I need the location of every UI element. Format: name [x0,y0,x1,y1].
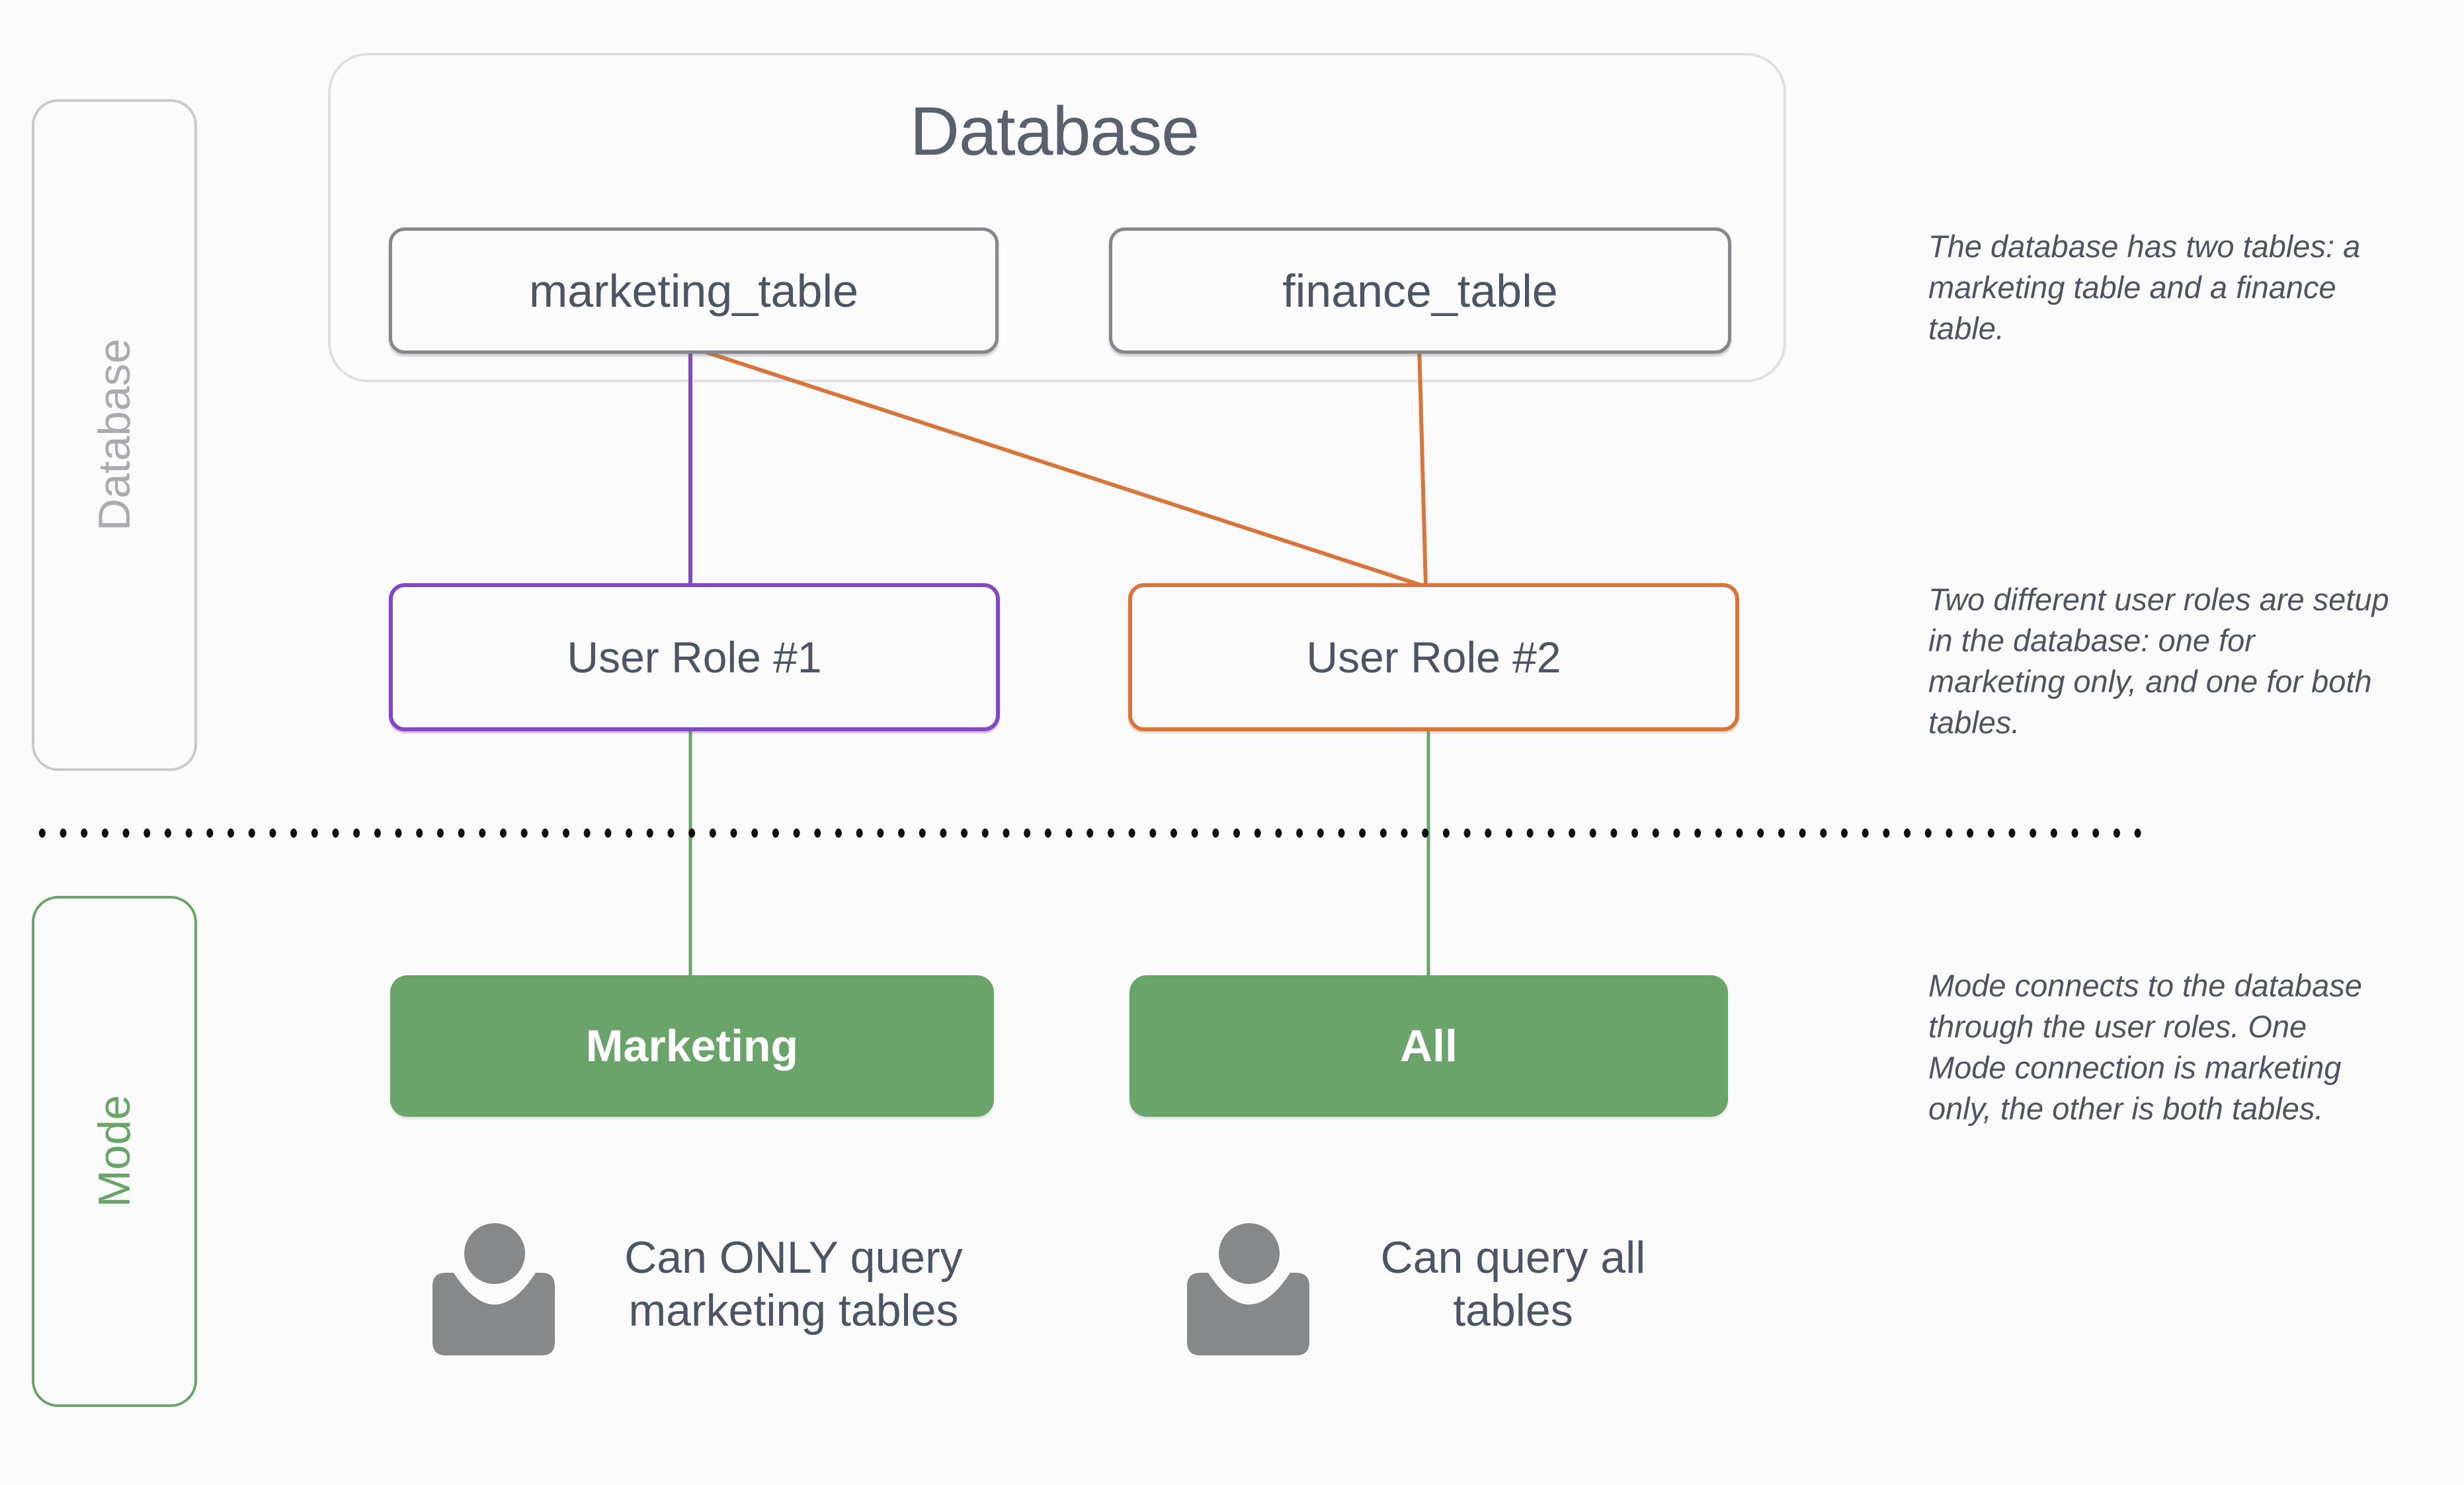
annotation-user-roles: Two different user roles are setup in th… [1928,582,2389,740]
marketing-table-label: marketing_table [528,264,859,317]
capability-caption-all: Can query all tables [1380,1232,1646,1336]
user-role-1-label: User Role #1 [567,633,822,682]
mode-connection-all-label: All [1400,1021,1458,1071]
user-role-2-node: User Role #2 [1128,583,1739,731]
mode-connection-marketing: Marketing [390,975,994,1117]
section-divider-dotted-line [32,826,2148,840]
database-rail: Database [32,99,197,771]
user-role-1-node: User Role #1 [389,583,1000,731]
edge-marketing-to-role2 [694,346,1424,588]
person-icon [1187,1223,1309,1355]
annotation-mode-connections: Mode connects to the database through th… [1928,968,2362,1126]
mode-rail-label: Mode [89,1095,140,1208]
user-role-2-label: User Role #2 [1306,633,1561,682]
mode-connection-marketing-label: Marketing [585,1021,799,1071]
mode-connection-all: All [1129,975,1728,1117]
annotation-database: The database has two tables: a marketing… [1928,229,2361,346]
marketing-table-node: marketing_table [389,227,999,354]
database-title: Database [909,93,1200,170]
mode-rail: Mode [32,896,197,1407]
person-icon [432,1223,555,1355]
finance-table-node: finance_table [1109,227,1731,354]
edge-finance-to-role2 [1417,343,1428,586]
finance-table-label: finance_table [1282,264,1558,317]
capability-caption-marketing: Can ONLY query marketing tables [624,1232,963,1336]
database-rail-label: Database [89,339,140,532]
